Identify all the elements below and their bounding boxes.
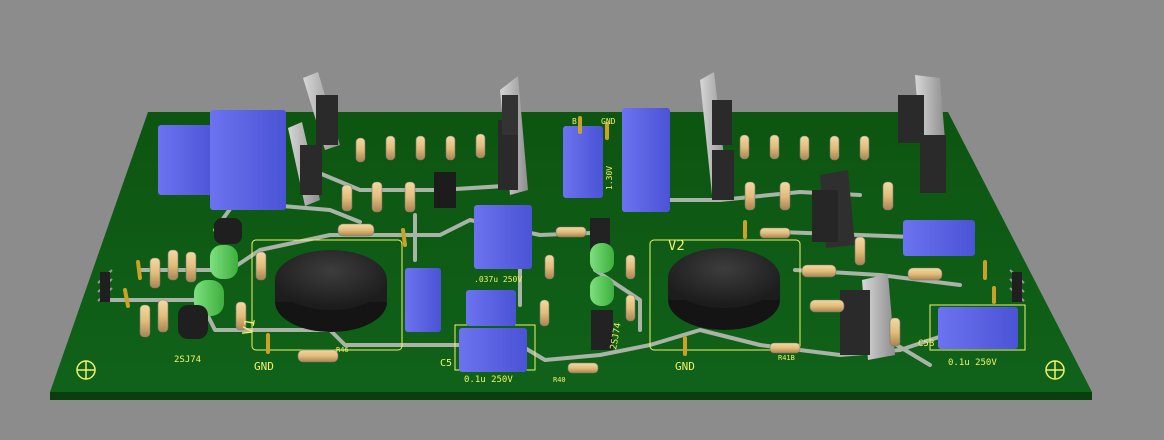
transformer-right: [668, 248, 780, 330]
label-c5: C5: [440, 358, 452, 369]
silkscreen-labels: V1 V2 GND GND GND B 2SJ74 2SJ74 C5 0.1u …: [174, 117, 997, 385]
label-gnd-left: GND: [254, 360, 274, 373]
label-gnd-mid: GND: [675, 360, 695, 373]
label-v1: V1: [240, 317, 259, 336]
label-c-mid-value: .037u 250V: [474, 275, 522, 284]
label-c-right-value: 0.1u 250V: [948, 358, 997, 368]
label-gnd-top: GND: [601, 117, 616, 126]
transformer-left: [275, 250, 387, 332]
label-r40: R40: [553, 376, 566, 384]
resistors: [139, 133, 943, 374]
label-r46: R46: [336, 346, 349, 354]
pin-header-icon: [1009, 269, 1025, 302]
label-v2: V2: [668, 238, 685, 254]
pcb-board-edge: [50, 392, 1092, 400]
label-q-mid: 2SJ74: [609, 322, 624, 350]
label-r41b: R41B: [778, 354, 795, 362]
terminal-pins: [123, 116, 996, 356]
label-b-top: B: [572, 117, 577, 126]
label-q-left: 2SJ74: [174, 355, 201, 365]
mounting-hole-icon: [1045, 360, 1065, 380]
label-c-top-value: 1.30V: [605, 166, 614, 190]
label-c-right: C5B: [918, 339, 934, 349]
film-capacitors: [158, 108, 1018, 372]
mounting-hole-icon: [76, 360, 96, 380]
label-c5-value: 0.1u 250V: [464, 375, 513, 385]
pin-header-icon: [97, 269, 113, 302]
mosfet-heatsinks: [288, 72, 946, 360]
small-transistors: [178, 218, 242, 339]
